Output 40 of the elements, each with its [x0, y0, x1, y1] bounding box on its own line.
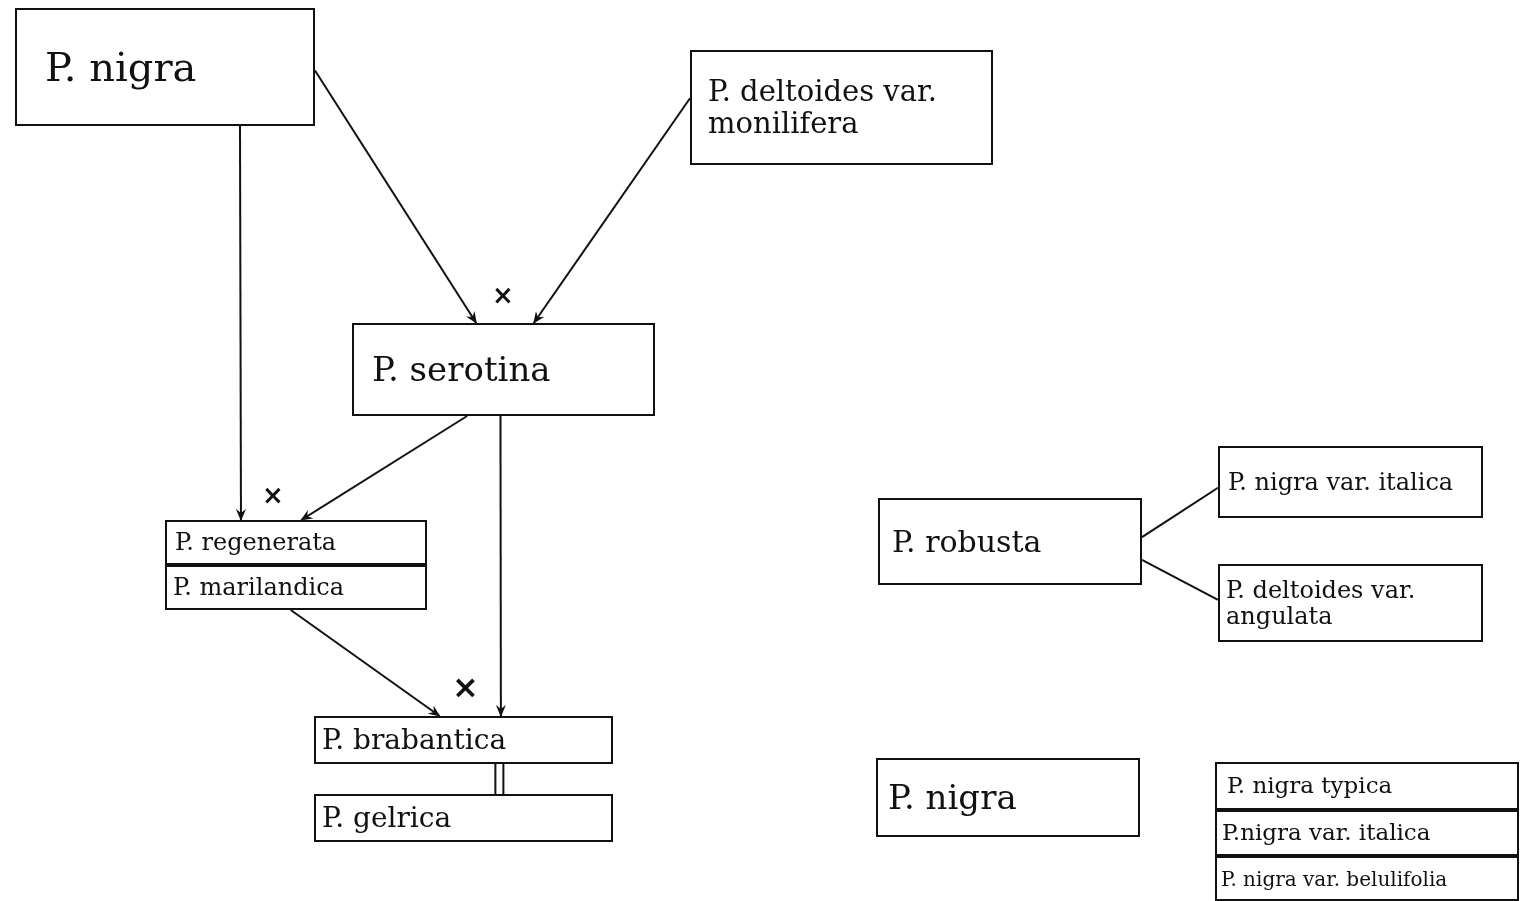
arrow	[495, 415, 506, 717]
species-name: P. serotina	[372, 350, 551, 389]
arrow	[532, 97, 691, 324]
species-name: P. deltoides var. monilifera	[708, 75, 938, 140]
species-box	[1218, 564, 1483, 642]
species-box	[690, 50, 993, 165]
species-box	[876, 758, 1140, 837]
connector-line	[1141, 486, 1219, 539]
species-box	[878, 498, 1142, 585]
species-box	[165, 565, 427, 610]
species-box	[314, 794, 613, 842]
species-name: P. gelrica	[322, 802, 452, 834]
connector-line	[494, 763, 505, 795]
arrow	[289, 609, 441, 717]
species-name: P. nigra	[45, 45, 197, 89]
species-name: P. brabantica	[322, 724, 507, 756]
arrow	[314, 69, 478, 324]
cross-symbol: ×	[452, 668, 479, 706]
species-box	[15, 8, 315, 126]
species-name: P.nigra var. italica	[1222, 820, 1431, 846]
species-box	[352, 323, 655, 416]
species-name: P. nigra typica	[1227, 773, 1393, 799]
cross-symbol: ×	[262, 480, 284, 510]
species-box	[1215, 856, 1519, 901]
species-name: P. regenerata	[175, 529, 337, 556]
arrow	[235, 125, 246, 521]
arrow	[300, 415, 469, 521]
species-box	[165, 520, 427, 565]
cross-symbol: ×	[492, 280, 514, 310]
species-box	[1215, 810, 1519, 856]
species-name: P. nigra var. italica	[1228, 468, 1454, 496]
species-name: P. nigra	[888, 778, 1017, 817]
species-box	[1215, 762, 1519, 810]
species-name: P. marilandica	[173, 574, 344, 601]
species-name: P. robusta	[892, 525, 1042, 558]
species-name: P. nigra var. belulifolia	[1221, 867, 1448, 890]
species-name: P. deltoides var. angulata	[1226, 576, 1417, 630]
species-box	[314, 716, 613, 764]
connector-line	[1141, 558, 1219, 601]
species-box	[1218, 446, 1483, 518]
